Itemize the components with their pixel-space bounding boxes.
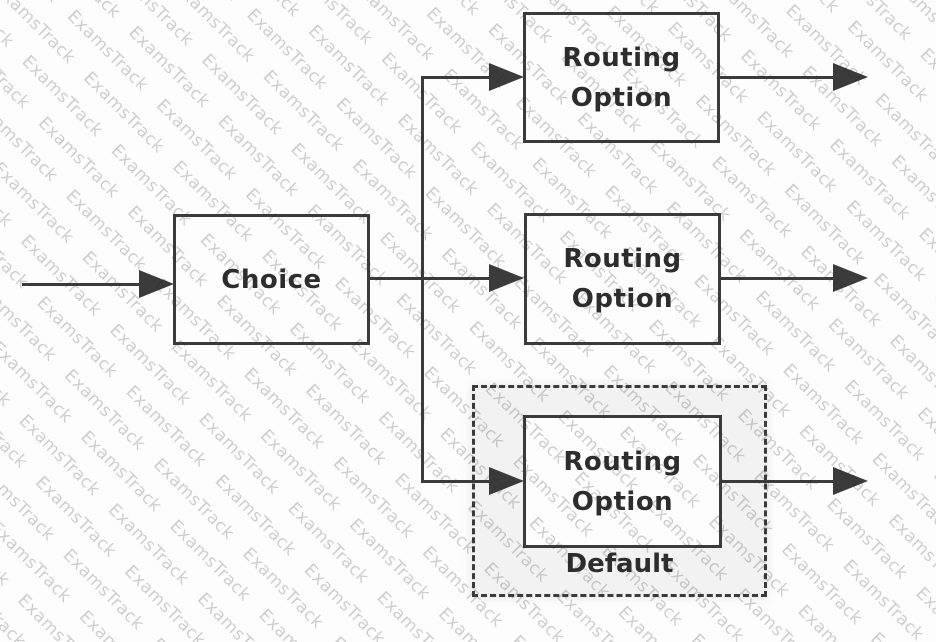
middle-output-arrowhead-icon: [833, 264, 868, 292]
branch-to-default-arrowhead-icon: [489, 467, 524, 495]
default-group-label: Default: [565, 549, 674, 579]
input-arrow-line: [22, 283, 140, 286]
routing-option-node-default: Routing Option: [523, 415, 722, 548]
branch-to-top-arrowhead-icon: [489, 63, 524, 91]
choice-to-middle-arrowhead-icon: [489, 264, 524, 292]
choice-node-label: Choice: [221, 264, 322, 295]
choice-output-line: [370, 277, 490, 280]
branch-to-default-line: [423, 480, 490, 483]
default-output-line: [722, 480, 834, 483]
watermark-text: ExamsTrack ExamsTrack ExamsTrack ExamsTr…: [0, 298, 914, 642]
top-output-line: [720, 76, 834, 79]
routing-option-middle-label: Routing Option: [563, 244, 682, 314]
choice-node: Choice: [173, 214, 370, 345]
routing-option-top-label: Routing Option: [562, 42, 681, 113]
default-output-arrowhead-icon: [833, 467, 868, 495]
top-output-arrowhead-icon: [833, 63, 868, 91]
branch-vertical-line: [421, 76, 424, 483]
branch-to-top-line: [423, 76, 490, 79]
routing-option-node-top: Routing Option: [523, 12, 720, 143]
routing-option-default-label: Routing Option: [563, 446, 682, 517]
input-arrowhead-icon: [139, 270, 174, 298]
routing-option-node-middle: Routing Option: [524, 213, 721, 345]
middle-output-line: [721, 277, 834, 280]
